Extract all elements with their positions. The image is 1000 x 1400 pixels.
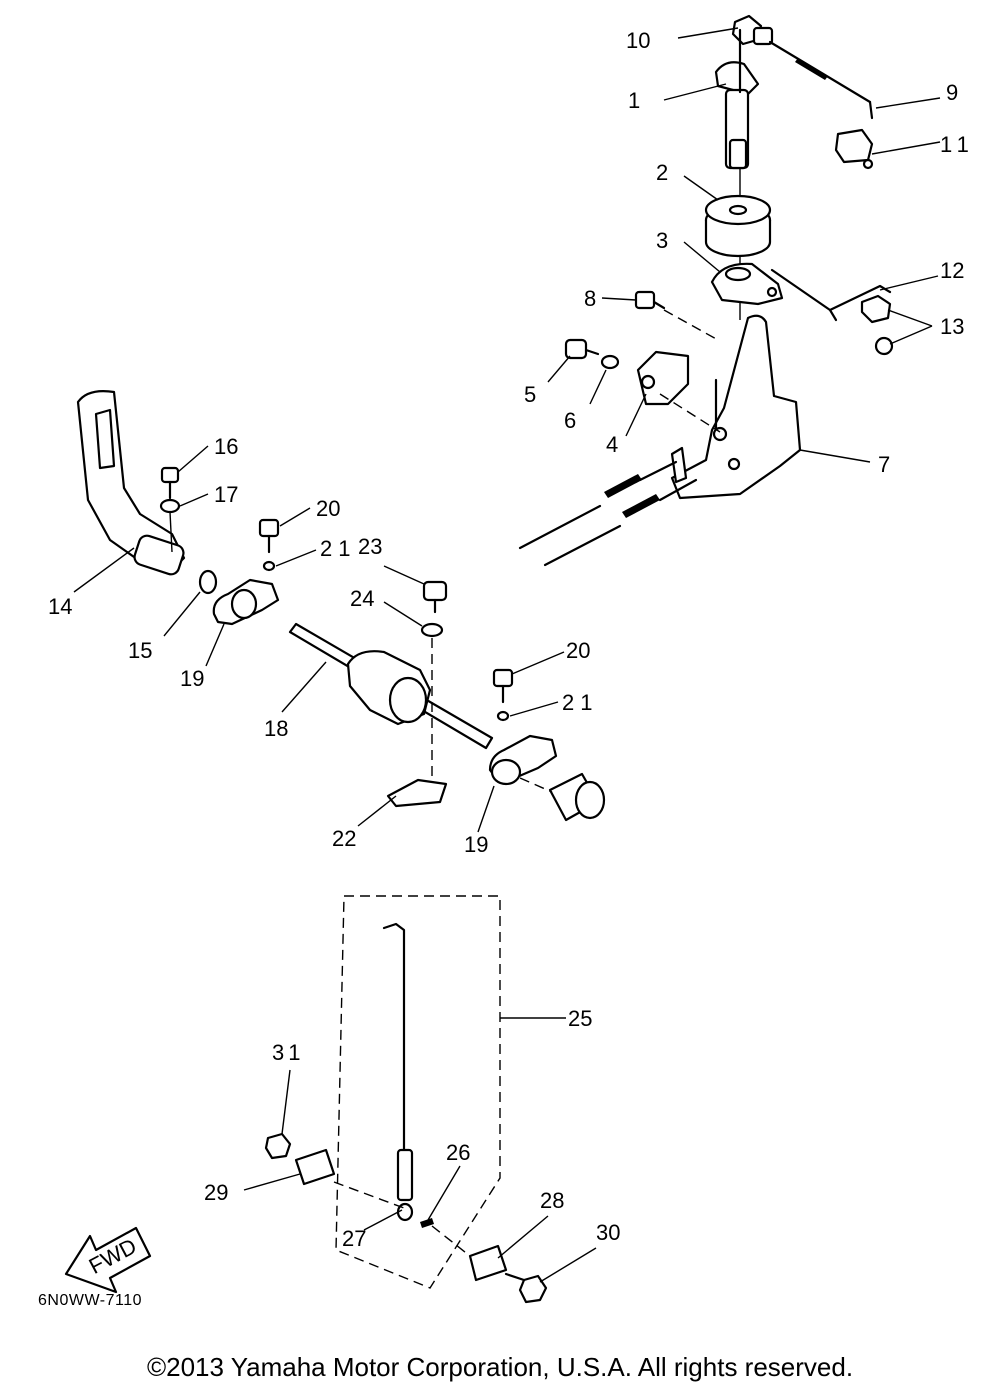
- callouts: 1 2 3 4 5 6 7 8 9 10 11 12 13 14 15 16 1…: [48, 28, 975, 1251]
- part-2-grommet: [704, 194, 772, 258]
- part-5-bolt: [564, 338, 600, 360]
- part-29-clip: [294, 1148, 336, 1186]
- callout-8: 8: [584, 286, 596, 311]
- part-14-handle: [76, 390, 186, 576]
- part-24-washer: [420, 622, 444, 638]
- part-21-washer-left: [262, 560, 276, 572]
- part-16-screw: [160, 466, 180, 500]
- part-10-clamp: [731, 14, 774, 46]
- fwd-arrow: FWD: [64, 1226, 152, 1294]
- callout-30: 30: [596, 1220, 620, 1245]
- part-1-shaft: [714, 28, 760, 170]
- part-31-nut: [264, 1132, 292, 1160]
- part-6-washer: [600, 354, 620, 370]
- callout-16: 16: [214, 434, 238, 459]
- shift-rod-assembly: [264, 895, 548, 1304]
- part-8-bolt: [634, 290, 666, 310]
- callout-6: 6: [564, 408, 576, 433]
- part-18-shaft: [288, 622, 494, 750]
- callout-18: 18: [264, 716, 288, 741]
- throttle-cables: [518, 460, 698, 567]
- callout-1: 1: [628, 88, 640, 113]
- part-30-bolt: [504, 1272, 548, 1304]
- callout-26: 26: [446, 1140, 470, 1165]
- part-20-bolt-right: [492, 668, 514, 704]
- callout-4: 4: [606, 432, 618, 457]
- part-26-pin: [420, 1218, 434, 1228]
- part-22-plate: [386, 778, 448, 808]
- callout-2: 2: [656, 160, 668, 185]
- leader-lines: [73, 27, 941, 1283]
- callout-5: 5: [524, 382, 536, 407]
- part-9-rod: [768, 40, 874, 120]
- callout-21-right: 21: [562, 690, 598, 715]
- callout-23: 23: [358, 534, 382, 559]
- callout-15: 15: [128, 638, 152, 663]
- callout-31: 31: [272, 1040, 304, 1065]
- callout-19-left: 19: [180, 666, 204, 691]
- callout-21-left: 21: [320, 536, 356, 561]
- part-27-rod: [382, 922, 414, 1222]
- callout-20-left: 20: [316, 496, 340, 521]
- drawing-code: 6N0WW-7110: [38, 1292, 142, 1309]
- throttle-grip: [519, 772, 606, 822]
- part-19-clamp-left: [212, 578, 280, 626]
- callout-3: 3: [656, 228, 668, 253]
- copyright-notice: ©2013 Yamaha Motor Corporation, U.S.A. A…: [146, 1352, 854, 1382]
- callout-20-right: 20: [566, 638, 590, 663]
- callout-27: 27: [342, 1226, 366, 1251]
- callout-22: 22: [332, 826, 356, 851]
- callout-19-right: 19: [464, 832, 488, 857]
- part-20-bolt-left: [258, 518, 280, 554]
- part-13-clips: [860, 294, 894, 356]
- callout-25: 25: [568, 1006, 592, 1031]
- callout-13: 13: [940, 314, 964, 339]
- callout-12: 12: [940, 258, 964, 283]
- part-11-clip: [834, 128, 874, 170]
- part-7-bracket: [670, 314, 802, 500]
- callout-11: 11: [940, 132, 975, 157]
- callout-9: 9: [946, 80, 958, 105]
- part-19-clamp-right: [488, 734, 558, 786]
- callout-7: 7: [878, 452, 890, 477]
- callout-17: 17: [214, 482, 238, 507]
- part-23-bolt: [422, 580, 448, 614]
- callout-14: 14: [48, 594, 72, 619]
- part-15-ring: [198, 569, 218, 595]
- callout-10: 10: [626, 28, 650, 53]
- callout-28: 28: [540, 1188, 564, 1213]
- part-3-cam-plate: [710, 262, 784, 306]
- part-28-clip: [468, 1244, 508, 1282]
- callout-29: 29: [204, 1180, 228, 1205]
- part-21-washer-right: [496, 710, 510, 722]
- part-4-bracket: [636, 350, 690, 406]
- callout-24: 24: [350, 586, 374, 611]
- top-assembly: [518, 14, 894, 567]
- tiller-assembly: [76, 390, 606, 822]
- part-17-washer: [159, 498, 181, 514]
